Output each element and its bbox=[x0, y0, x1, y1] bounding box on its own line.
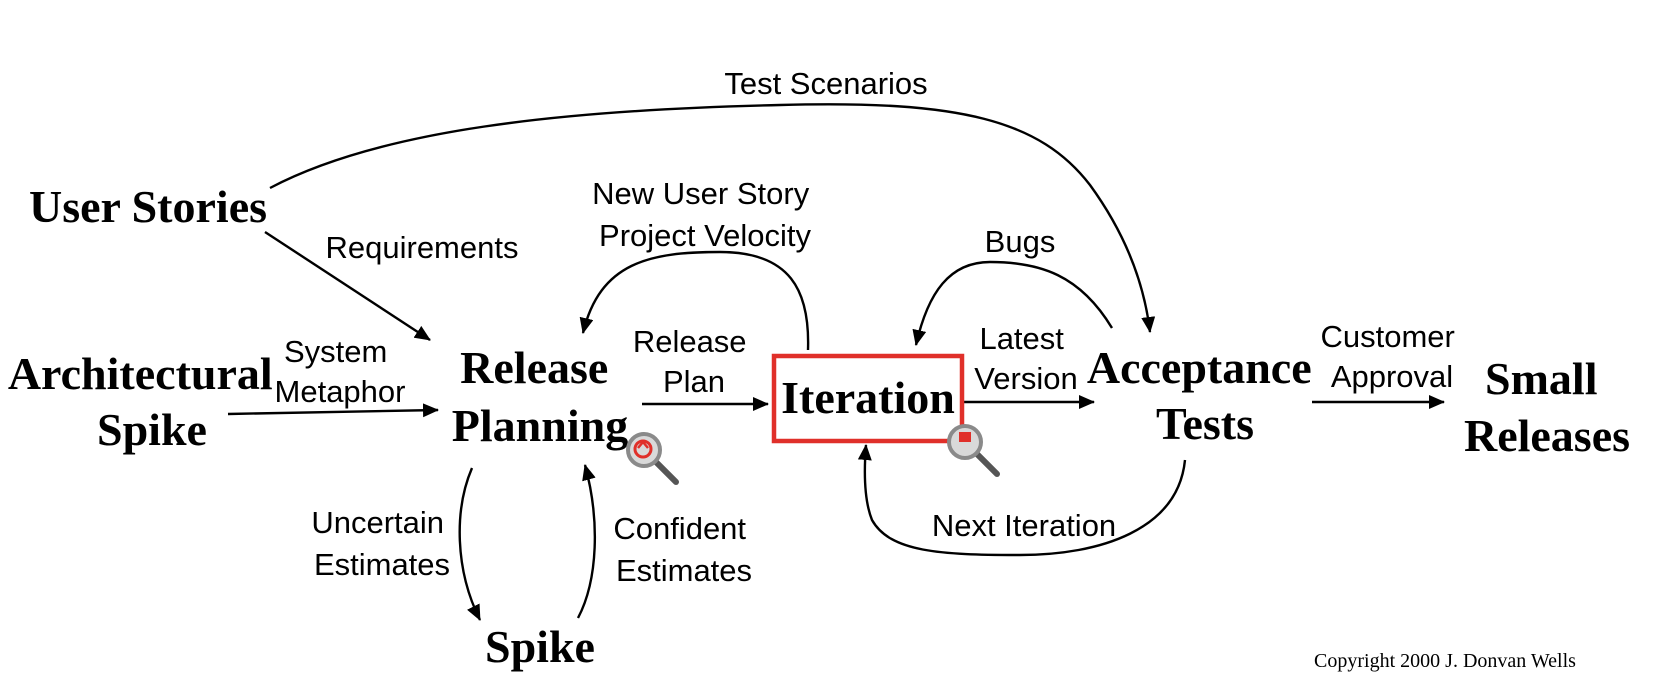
zoom-magnifier-icon[interactable] bbox=[626, 432, 679, 485]
edge-requirements bbox=[264, 230, 431, 342]
label-confident-estimates: Confident Estimates bbox=[613, 511, 754, 588]
label-test-scenarios: Test Scenarios bbox=[724, 66, 927, 101]
edge-new-user-story bbox=[579, 250, 810, 351]
label-latest-version: Latest Version bbox=[974, 321, 1077, 396]
edge-confident-estimates bbox=[576, 464, 597, 619]
zoom-magnifier-icon[interactable] bbox=[947, 424, 1000, 477]
node-release-planning[interactable]: Release Planning bbox=[452, 342, 628, 451]
edge-system-metaphor bbox=[227, 403, 439, 418]
label-bugs: Bugs bbox=[985, 224, 1056, 259]
label-requirements: Requirements bbox=[326, 230, 519, 265]
node-small-releases[interactable]: Small Releases bbox=[1464, 353, 1630, 461]
label-system-metaphor: System Metaphor bbox=[275, 334, 406, 409]
edge-uncertain-estimates bbox=[458, 467, 482, 621]
label-new-user-story: New User Story Project Velocity bbox=[592, 176, 818, 253]
iteration-highlight-box bbox=[771, 353, 965, 444]
node-acceptance-tests[interactable]: Acceptance Tests bbox=[1087, 342, 1323, 449]
edge-bugs bbox=[912, 260, 1114, 346]
node-spike[interactable]: Spike bbox=[485, 621, 595, 672]
label-uncertain-estimates: Uncertain Estimates bbox=[311, 505, 452, 582]
edge-test-scenarios bbox=[269, 103, 1156, 333]
node-user-stories[interactable]: User Stories bbox=[29, 181, 267, 232]
label-next-iteration: Next Iteration bbox=[932, 508, 1116, 543]
node-architectural-spike[interactable]: Architectural Spike bbox=[8, 348, 284, 455]
label-customer-approval: Customer Approval bbox=[1321, 319, 1464, 394]
copyright-text: Copyright 2000 J. Donvan Wells bbox=[1314, 650, 1576, 672]
node-iteration[interactable]: Iteration bbox=[781, 372, 955, 423]
label-release-plan: Release Plan bbox=[633, 324, 755, 399]
edge-next-iteration bbox=[857, 444, 1187, 557]
